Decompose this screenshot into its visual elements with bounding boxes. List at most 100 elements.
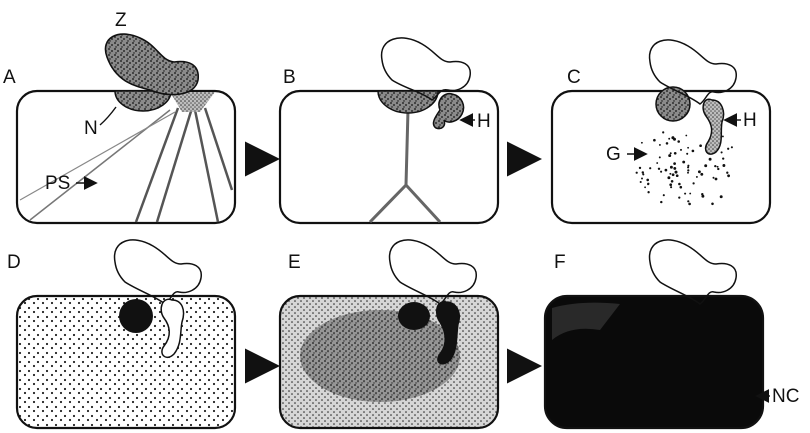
granule-dot <box>709 158 712 161</box>
granule-dot <box>722 157 724 159</box>
granule-dot <box>667 176 670 179</box>
nucleus-e <box>398 302 430 330</box>
granule-dot <box>642 171 644 173</box>
granule-dot <box>722 164 725 167</box>
granule-dot <box>659 156 661 158</box>
granule-dot <box>731 146 733 148</box>
granule-dot <box>682 161 685 164</box>
panel-label-a: A <box>3 67 16 88</box>
granule-dot <box>696 176 698 178</box>
label-protoplasmic-strands: PS <box>45 173 70 194</box>
granule-dot <box>701 195 704 198</box>
panel-label-c: C <box>567 67 581 88</box>
granule-dot <box>666 142 669 145</box>
granule-dot <box>727 174 730 177</box>
granule-dot <box>673 167 676 170</box>
granule-dot <box>663 194 665 196</box>
cytoplasm-aggregation-e <box>300 310 460 402</box>
granule-dot <box>692 150 695 153</box>
granule-dot <box>689 193 691 195</box>
granule-dot <box>668 154 671 157</box>
label-zoospore: Z <box>115 10 127 31</box>
panel-e: E <box>280 240 498 428</box>
zoospore-cyst-e <box>390 240 477 304</box>
label-granules: G <box>606 144 621 165</box>
granule-dot <box>722 135 724 137</box>
granule-dot <box>687 147 689 149</box>
granule-dot <box>680 149 682 151</box>
granule-dot <box>656 162 658 164</box>
granule-dot <box>686 153 688 155</box>
granule-dot <box>646 179 649 182</box>
granule-dot <box>658 168 660 170</box>
granule-dot <box>653 139 656 142</box>
granule-dot <box>679 186 682 189</box>
panel-f: F NC <box>545 240 799 428</box>
label-haustorium-c: H <box>743 110 757 131</box>
granule-dot <box>677 140 680 143</box>
nucleus-d <box>119 299 153 333</box>
granule-dot <box>641 178 643 180</box>
granule-dot <box>636 172 638 174</box>
host-cell-a <box>17 91 235 223</box>
granule-dot <box>704 164 707 167</box>
granule-dot <box>699 144 702 147</box>
zoospore <box>105 34 198 95</box>
granule-dot <box>641 142 643 144</box>
granule-dot <box>675 171 678 174</box>
label-nucleus: N <box>84 118 98 139</box>
zoospore-cyst-d <box>115 240 202 304</box>
granule-dot <box>714 165 716 167</box>
granule-dot <box>715 178 718 181</box>
granule-dot <box>647 191 649 193</box>
granule-dot <box>673 162 676 165</box>
granule-dot <box>672 173 675 176</box>
granule-dot <box>688 203 691 206</box>
granule-dot <box>668 138 670 140</box>
granule-dot <box>676 174 679 177</box>
granule-dot <box>687 166 689 168</box>
granule-dot <box>644 186 646 188</box>
granule-dot <box>669 173 671 175</box>
granule-dot <box>678 196 680 198</box>
panel-label-b: B <box>283 67 296 88</box>
granule-dot <box>670 166 673 169</box>
granule-dot <box>662 131 664 133</box>
granule-dot <box>717 166 719 168</box>
granule-dot <box>671 136 674 139</box>
granule-dot <box>685 135 687 137</box>
panel-d: D <box>7 240 235 428</box>
panel-label-e: E <box>288 252 301 273</box>
granule-dot <box>678 183 681 186</box>
panel-b: B H <box>280 38 498 223</box>
panel-label-f: F <box>554 252 566 273</box>
granule-dot <box>711 203 714 206</box>
granule-dot <box>687 200 689 202</box>
granule-dot <box>726 172 728 174</box>
nucleus-c <box>656 87 690 121</box>
label-necrotic-cell: NC <box>772 386 799 407</box>
granule-dot <box>669 183 672 186</box>
granule-dot <box>660 171 662 173</box>
granule-dot <box>713 177 715 179</box>
granule-dot <box>670 152 672 154</box>
granule-dot <box>684 193 686 195</box>
granule-dot <box>692 182 694 184</box>
granule-dot <box>647 183 649 185</box>
panel-a: A Z N PS <box>3 10 235 223</box>
granule-dot <box>639 167 641 169</box>
granule-dot <box>687 172 689 174</box>
granule-dot <box>670 186 672 188</box>
granule-dot <box>698 170 701 173</box>
granule-dot <box>700 173 703 176</box>
granule-dot <box>687 169 689 171</box>
granule-dot <box>640 181 642 183</box>
label-haustorium-b: H <box>477 111 491 132</box>
granule-dot <box>660 201 662 203</box>
granule-dot <box>727 148 729 150</box>
granule-dot <box>659 144 661 146</box>
panel-label-d: D <box>7 252 21 273</box>
granule-dot <box>665 169 668 172</box>
granule-dot <box>649 167 651 169</box>
